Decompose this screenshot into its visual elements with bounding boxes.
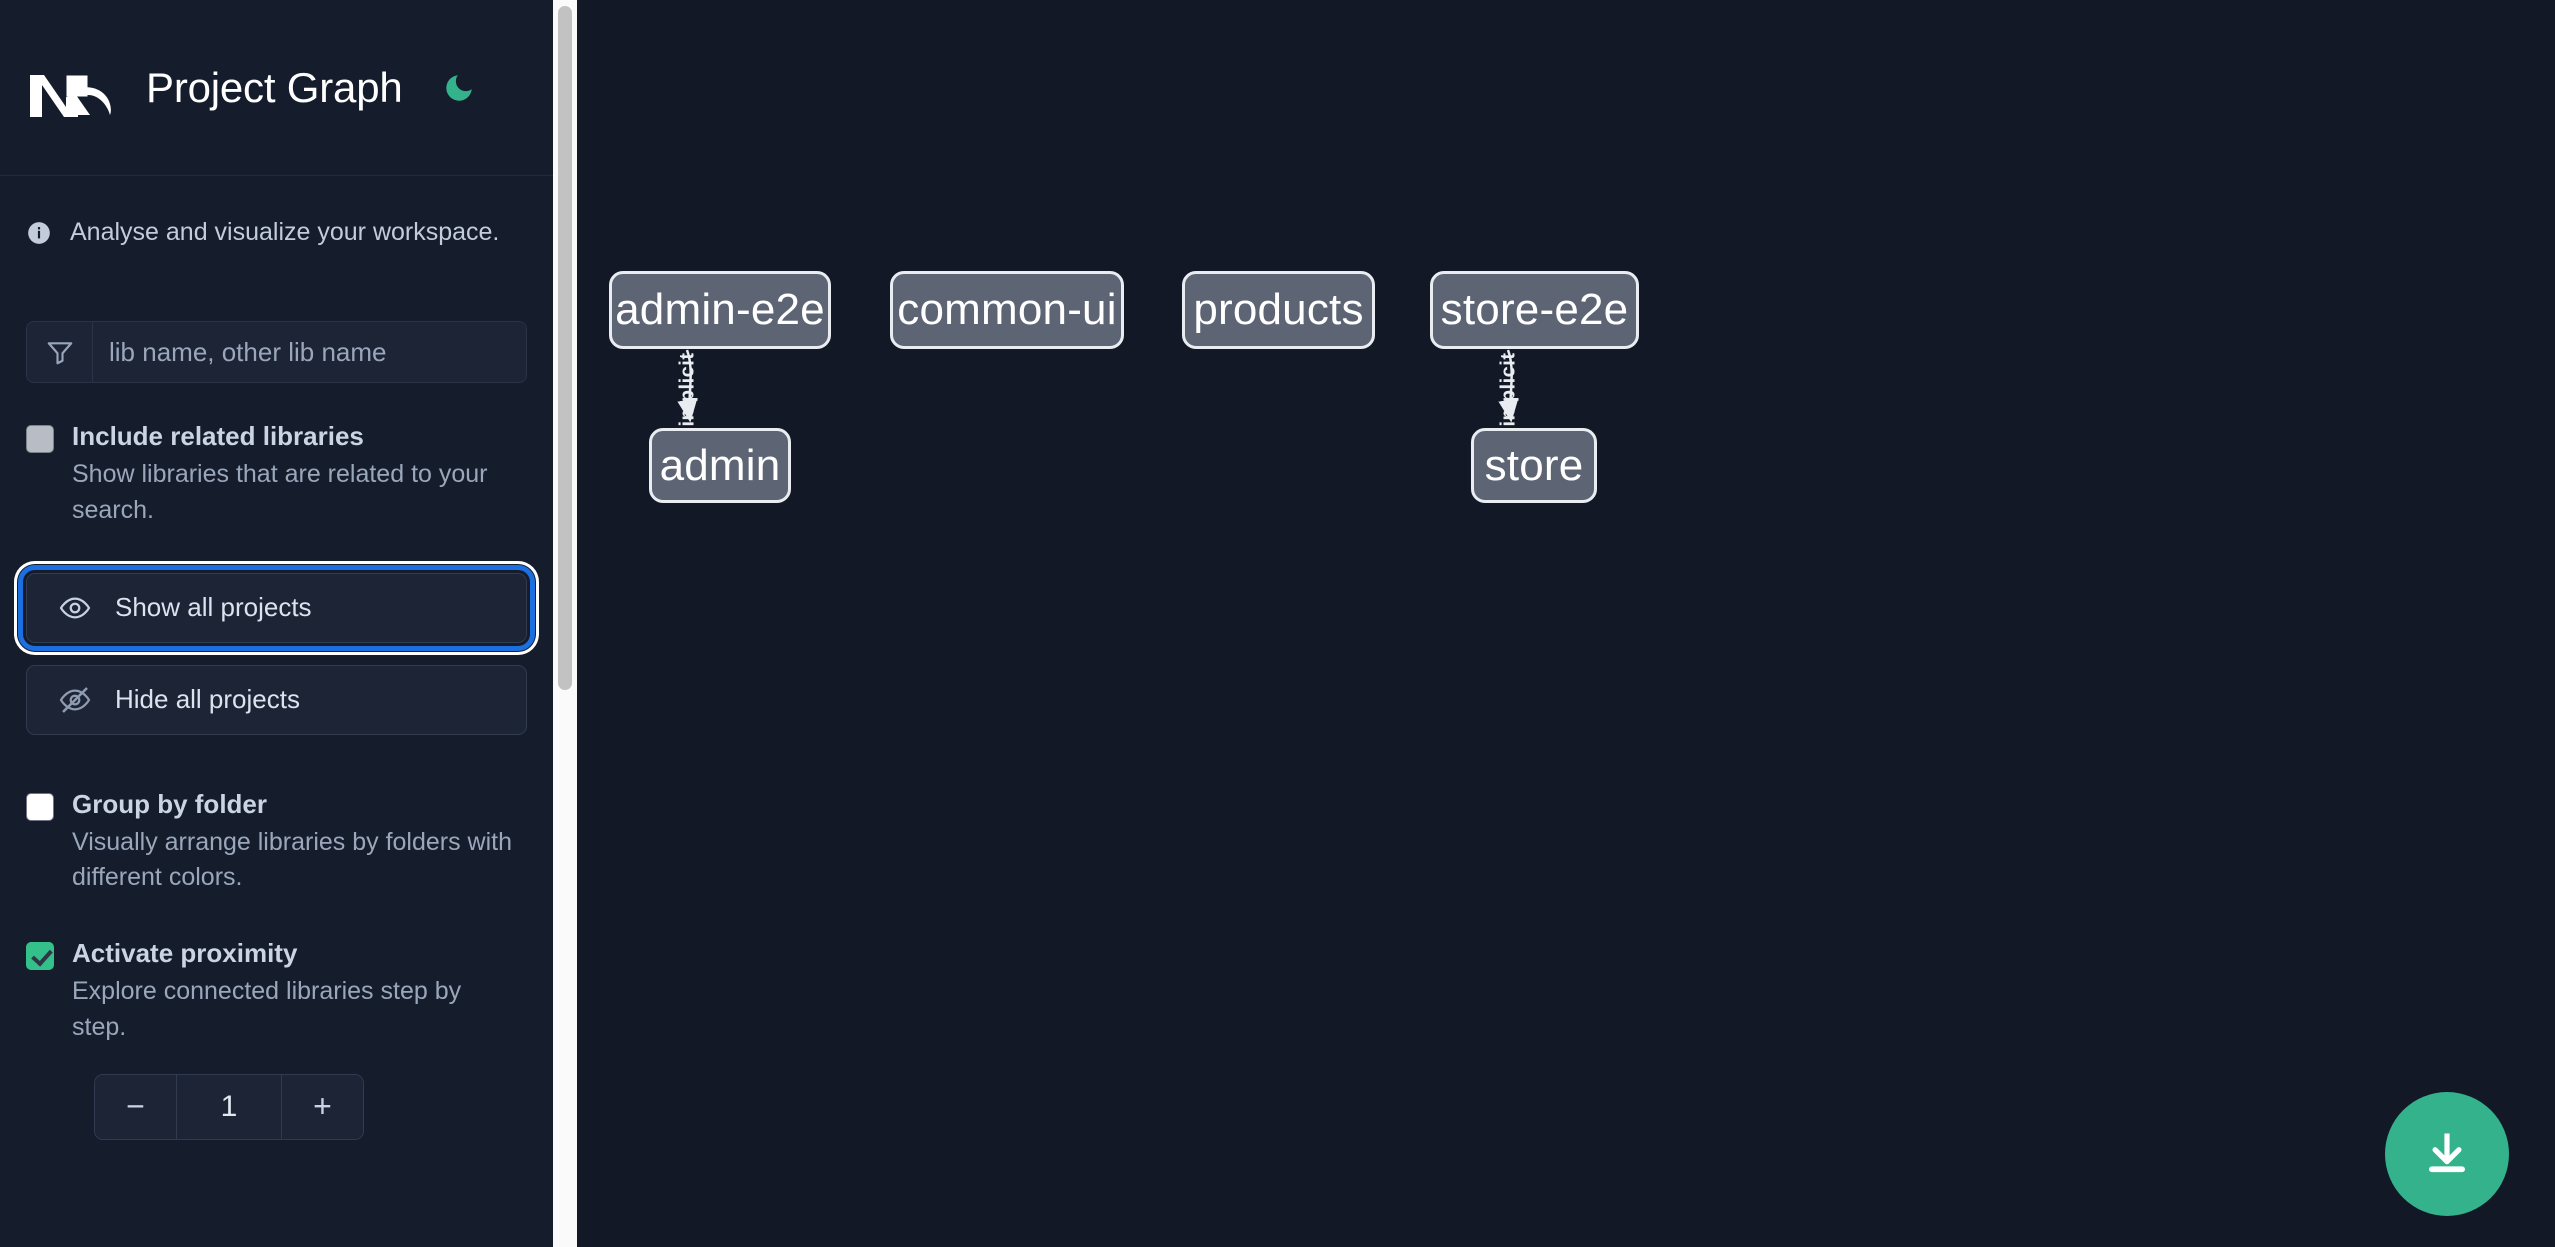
sidebar-scrollbar-thumb[interactable] [558, 6, 572, 690]
option-label: Include related libraries [72, 421, 364, 451]
graph-node-admin-e2e[interactable]: admin-e2e [609, 271, 831, 349]
show-all-projects-label: Show all projects [115, 592, 312, 623]
option-include-related-libraries[interactable]: Include related libraries Show libraries… [26, 419, 527, 529]
graph-node-products[interactable]: products [1182, 271, 1375, 349]
sidebar: Project Graph Analyse and visualize your… [0, 0, 553, 1247]
option-group-by-folder[interactable]: Group by folder Visually arrange librari… [26, 787, 527, 897]
eye-off-icon [57, 682, 93, 718]
checkbox-include-related-libraries[interactable] [26, 425, 54, 453]
option-description: Show libraries that are related to your … [72, 460, 488, 524]
visibility-buttons: Show all projects Hide all projects [18, 564, 535, 735]
moon-icon[interactable] [437, 66, 481, 110]
graph-node-store[interactable]: store [1471, 428, 1597, 503]
search-box [26, 321, 527, 383]
option-label: Activate proximity [72, 938, 298, 969]
option-activate-proximity[interactable]: Activate proximity Explore connected lib… [26, 936, 527, 1046]
download-icon [2421, 1127, 2473, 1182]
proximity-stepper: − 1 + [94, 1073, 364, 1140]
nx-logo [26, 57, 122, 119]
graph-node-admin[interactable]: admin [649, 428, 791, 503]
eye-icon [57, 590, 93, 626]
filter-icon [27, 322, 93, 382]
info-icon [26, 220, 52, 246]
page-title: Project Graph [146, 63, 403, 111]
edge-admin-e2e-to-admin [677, 349, 698, 423]
checkbox-group-by-folder[interactable] [26, 792, 54, 821]
hide-all-projects-button[interactable]: Hide all projects [26, 664, 527, 735]
option-description: Visually arrange libraries by folders wi… [72, 827, 513, 892]
option-label: Group by folder [72, 788, 267, 819]
proximity-decrement-button[interactable]: − [95, 1074, 177, 1139]
graph-node-common-ui[interactable]: common-ui [890, 271, 1124, 349]
tagline-text: Analyse and visualize your workspace. [70, 218, 500, 246]
graph-node-store-e2e[interactable]: store-e2e [1430, 271, 1639, 349]
sidebar-header: Project Graph [0, 0, 553, 176]
checkbox-activate-proximity[interactable] [26, 942, 54, 971]
edge-label-implicit-admin: implicit [676, 352, 699, 427]
hide-all-projects-label: Hide all projects [115, 684, 300, 715]
option-description: Explore connected libraries step by step… [72, 977, 462, 1042]
proximity-value: 1 [177, 1074, 281, 1139]
search-input[interactable] [93, 322, 526, 382]
options-block: Include related libraries Show libraries… [0, 419, 553, 1140]
edge-label-implicit-store: implicit [1497, 352, 1520, 427]
show-all-projects-button[interactable]: Show all projects [18, 564, 535, 651]
proximity-increment-button[interactable]: + [281, 1074, 363, 1139]
edge-store-e2e-to-store [1498, 349, 1519, 423]
sidebar-scrollbar-track[interactable] [553, 0, 577, 1247]
graph-canvas[interactable]: admin-e2e common-ui products store-e2e a… [577, 0, 2555, 1247]
tagline: Analyse and visualize your workspace. [0, 176, 553, 247]
download-graph-button[interactable] [2385, 1092, 2509, 1216]
